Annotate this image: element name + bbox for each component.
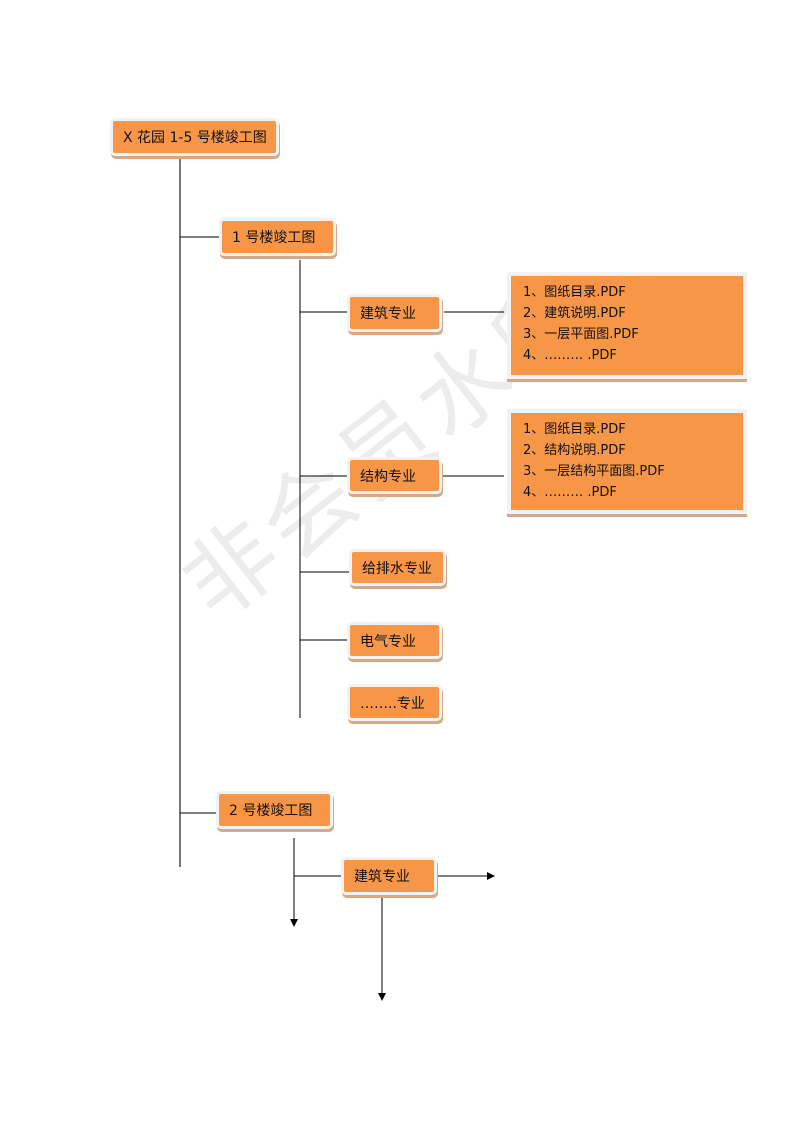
file-item: 2、结构说明.PDF	[523, 443, 626, 458]
file-item: 3、一层结构平面图.PDF	[523, 464, 665, 479]
discipline-architecture: 建筑专业	[347, 294, 442, 332]
file-item: 2、建筑说明.PDF	[523, 306, 626, 321]
file-item: 4、……… .PDF	[523, 485, 617, 500]
building1-node: 1 号楼竣工图	[219, 218, 336, 256]
file-item: 1、图纸目录.PDF	[523, 422, 626, 437]
root-node: X 花园 1-5 号楼竣工图	[110, 118, 279, 156]
discipline-other: ……..专业	[347, 684, 442, 721]
file-item: 4、……… .PDF	[523, 348, 617, 363]
building2-discipline-architecture: 建筑专业	[341, 857, 437, 895]
file-item: 3、一层平面图.PDF	[523, 327, 639, 342]
building2-node: 2 号楼竣工图	[216, 791, 333, 829]
architecture-file-list: 1、图纸目录.PDF 2、建筑说明.PDF 3、一层平面图.PDF 4、……… …	[507, 272, 747, 379]
structure-file-list: 1、图纸目录.PDF 2、结构说明.PDF 3、一层结构平面图.PDF 4、………	[507, 409, 747, 514]
discipline-structure: 结构专业	[347, 457, 442, 494]
discipline-plumbing: 给排水专业	[349, 549, 446, 586]
file-item: 1、图纸目录.PDF	[523, 285, 626, 300]
discipline-electrical: 电气专业	[347, 622, 442, 659]
